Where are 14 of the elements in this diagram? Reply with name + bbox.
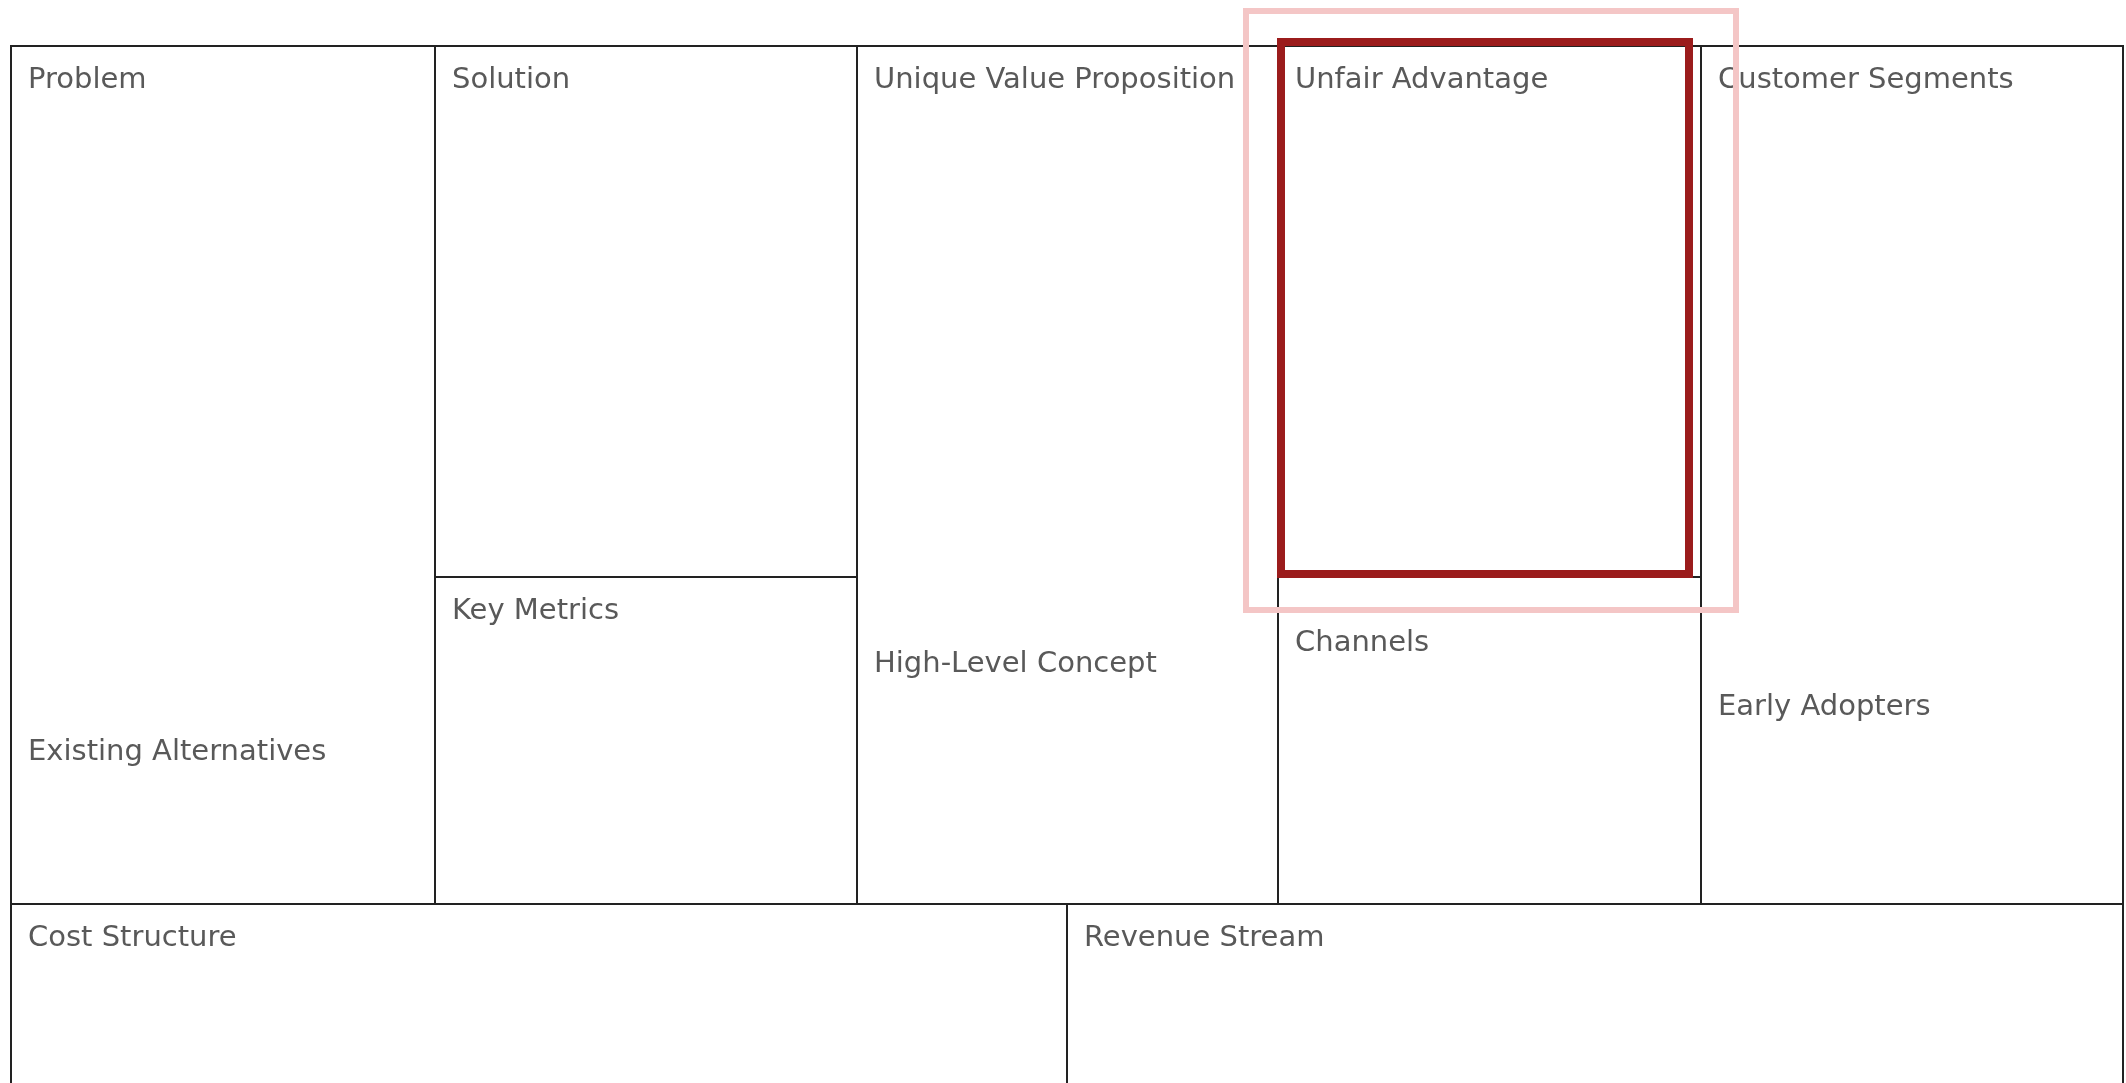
canvas-section <box>1700 45 2124 905</box>
section-heading: Customer Segments <box>1718 61 2014 96</box>
section-heading: Key Metrics <box>452 592 620 627</box>
section-heading: Cost Structure <box>28 919 237 954</box>
section-heading: Unique Value Proposition <box>874 61 1236 96</box>
section-heading: Channels <box>1295 624 1430 659</box>
section-heading: Solution <box>452 61 571 96</box>
section-heading: Revenue Stream <box>1084 919 1325 954</box>
section-heading: Problem <box>28 61 147 96</box>
section-subheading: High-Level Concept <box>874 645 1157 680</box>
section-heading: Unfair Advantage <box>1295 61 1549 96</box>
canvas-section <box>10 45 436 905</box>
section-subheading: Early Adopters <box>1718 688 1931 723</box>
section-subheading: Existing Alternatives <box>28 733 327 768</box>
